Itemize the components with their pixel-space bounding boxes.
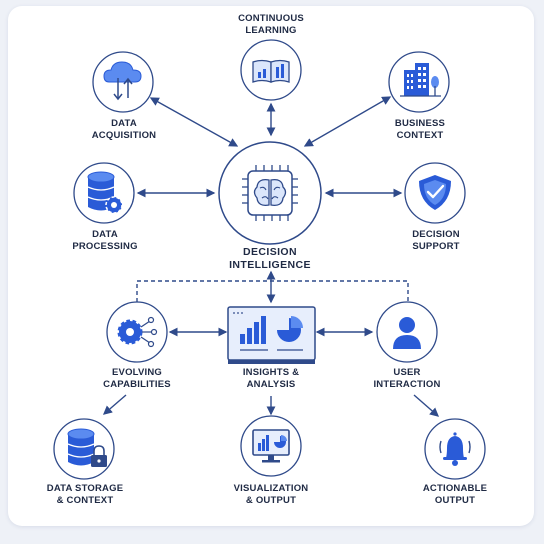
decision-intelligence-label: DECISION INTELLIGENCE: [229, 246, 311, 271]
user-interaction-label: USER INTERACTION: [373, 367, 441, 390]
bell-icon: [439, 432, 471, 466]
visualization-output-label: VISUALIZATION & OUTPUT: [233, 483, 309, 506]
data-acquisition-label: DATA ACQUISITION: [91, 118, 157, 141]
buildings-icon: [400, 63, 441, 97]
cloud-transfer-icon: [103, 61, 142, 101]
arrow-acquisition-center: [149, 97, 239, 147]
evolving-capabilities-label: EVOLVING CAPABILITIES: [103, 367, 171, 390]
business-context-label: BUSINESS CONTEXT: [394, 118, 446, 141]
decision-support-label: DECISION SUPPORT: [412, 229, 460, 252]
arrow-evolving-storage: [102, 394, 127, 415]
shield-check-icon: [419, 175, 451, 210]
dashboard-icon: [227, 306, 316, 364]
arrow-user-actionable: [413, 394, 440, 417]
monitor-chart-icon: [252, 429, 290, 463]
data-storage-label: DATA STORAGE & CONTEXT: [46, 483, 124, 506]
gear-network-icon: [117, 316, 158, 348]
connectors: [102, 96, 440, 417]
arrow-business-center: [303, 96, 392, 147]
database-lock-icon: [67, 428, 107, 467]
continuous-learning-label: CONTINUOUS LEARNING: [238, 13, 304, 36]
data-processing-label: DATA PROCESSING: [72, 229, 138, 252]
insights-analysis-label: INSIGHTS & ANALYSIS: [242, 367, 300, 390]
user-icon: [393, 317, 421, 349]
database-gear-icon: [87, 171, 123, 214]
book-chart-icon: [252, 59, 290, 83]
actionable-output-label: ACTIONABLE OUTPUT: [422, 483, 488, 506]
brain-chip-icon: [242, 165, 298, 221]
dashed-feedback-loop: [136, 280, 409, 302]
